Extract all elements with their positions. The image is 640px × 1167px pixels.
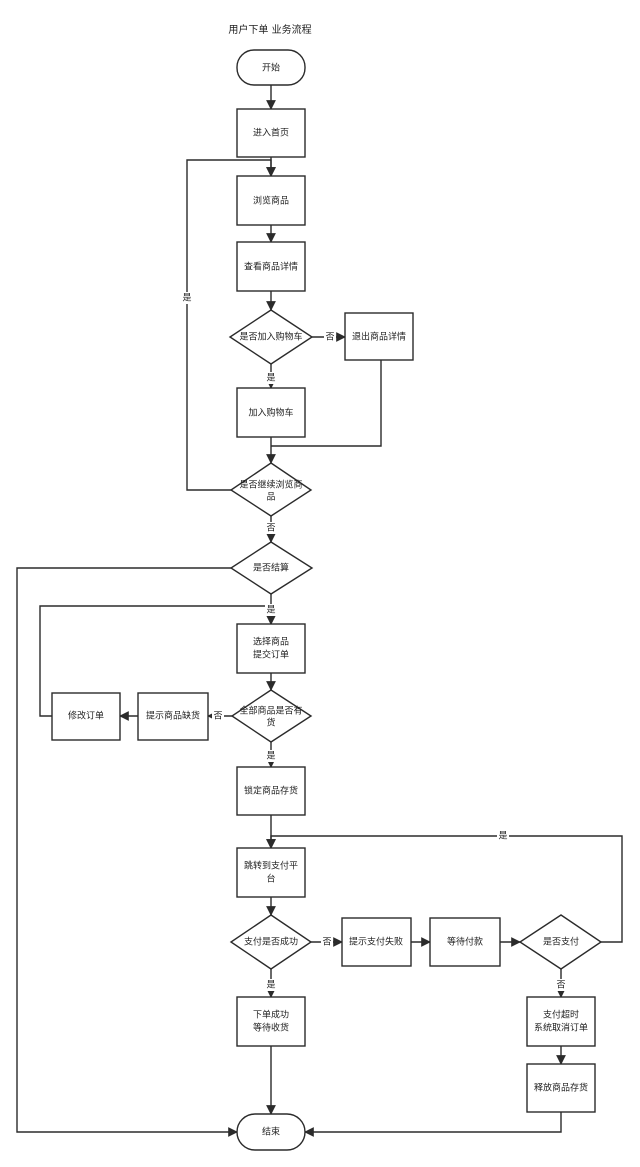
release-stock-step	[526, 1063, 596, 1113]
timeout-label-line2: 系统取消订单	[534, 1022, 588, 1034]
edge-label-payok-yes: 是	[266, 980, 275, 991]
jump-pay-step	[236, 847, 306, 898]
payment-success-decision	[229, 914, 313, 970]
out-of-stock-label: 提示商品缺货	[146, 710, 200, 722]
select-submit-step	[236, 623, 306, 674]
out-of-stock-step	[137, 692, 209, 741]
wait-payment-step	[429, 917, 501, 967]
modify-order-step	[51, 692, 121, 741]
continue-browsing-decision	[229, 462, 313, 517]
edge-label-paid-yes: 是	[498, 831, 507, 842]
edge-label-paid-no: 否	[556, 980, 565, 991]
jump-pay-label-line2: 台	[266, 873, 275, 885]
edge-checkoutq-end	[16, 567, 238, 1137]
edge-exit-merge	[271, 360, 382, 447]
stock-label-line1: 全部商品是否有	[239, 705, 302, 717]
detail-step	[236, 241, 306, 292]
edge-label-add-no: 否	[325, 332, 334, 343]
home-step	[236, 108, 306, 158]
edge-label-stock-no: 否	[213, 711, 222, 722]
add-to-cart-decision	[228, 309, 314, 365]
lock-stock-step	[236, 766, 306, 816]
lock-stock-label: 锁定商品存货	[244, 785, 298, 797]
paid-decision	[518, 914, 603, 970]
edge-label-payok-no: 否	[322, 937, 331, 948]
add-cart-step	[236, 387, 306, 438]
timeout-label-line1: 支付超时	[543, 1009, 579, 1021]
exit-detail-step	[344, 312, 414, 361]
add-to-cart-decision-label: 是否加入购物车	[239, 331, 302, 343]
start-label: 开始	[262, 62, 280, 74]
select-label-line2: 提交订单	[253, 649, 289, 661]
home-label: 进入首页	[253, 127, 289, 139]
stock-decision	[230, 689, 313, 743]
diagram-title: 用户下单 业务流程	[228, 23, 311, 36]
edge-paidq-jumppay	[266, 835, 623, 943]
payment-success-label: 支付是否成功	[244, 936, 298, 948]
end-label: 结束	[262, 1126, 280, 1138]
paid-label: 是否支付	[543, 936, 579, 948]
edges	[16, 85, 623, 1137]
browse-step	[236, 175, 306, 226]
edge-labels: 否 是 是 否 是 否 是 是 否 是 否	[181, 292, 567, 991]
continue-label-line2: 品	[266, 492, 275, 503]
exit-detail-label: 退出商品详情	[352, 331, 406, 343]
order-success-label-line2: 等待收货	[253, 1022, 289, 1034]
modify-order-label: 修改订单	[68, 710, 104, 722]
browse-label: 浏览商品	[253, 195, 289, 207]
stock-label-line2: 货	[266, 717, 275, 729]
edge-label-add-yes: 是	[266, 373, 275, 384]
order-success-step	[236, 996, 306, 1047]
add-cart-label: 加入购物车	[248, 407, 293, 419]
edge-label-continue-no: 否	[266, 523, 275, 534]
payment-failed-label: 提示支付失败	[349, 936, 403, 948]
edge-release-end	[304, 1112, 562, 1137]
end-terminal	[236, 1113, 306, 1151]
select-label-line1: 选择商品	[253, 636, 289, 648]
timeout-cancel-step	[526, 996, 596, 1047]
wait-payment-label: 等待付款	[447, 936, 483, 948]
payment-failed-step	[341, 917, 412, 967]
edge-label-stock-yes: 是	[266, 751, 275, 762]
continue-label-line1: 是否继续浏览商	[239, 479, 302, 491]
edge-label-checkout-yes: 是	[266, 605, 275, 616]
order-success-label-line1: 下单成功	[253, 1009, 289, 1021]
detail-label: 查看商品详情	[244, 261, 298, 273]
start-terminal	[236, 49, 306, 86]
release-stock-label: 释放商品存货	[534, 1082, 588, 1094]
checkout-decision	[229, 541, 314, 595]
edge-label-continue-yes: 是	[182, 293, 191, 304]
edge-continueq-browse	[186, 159, 276, 491]
jump-pay-label-line1: 跳转到支付平	[244, 860, 298, 872]
nodes: 开始 进入首页 浏览商品 查看商品详情 是否加入购物车 退出商品详情 加入购物车…	[51, 49, 603, 1151]
checkout-label: 是否结算	[253, 562, 289, 574]
